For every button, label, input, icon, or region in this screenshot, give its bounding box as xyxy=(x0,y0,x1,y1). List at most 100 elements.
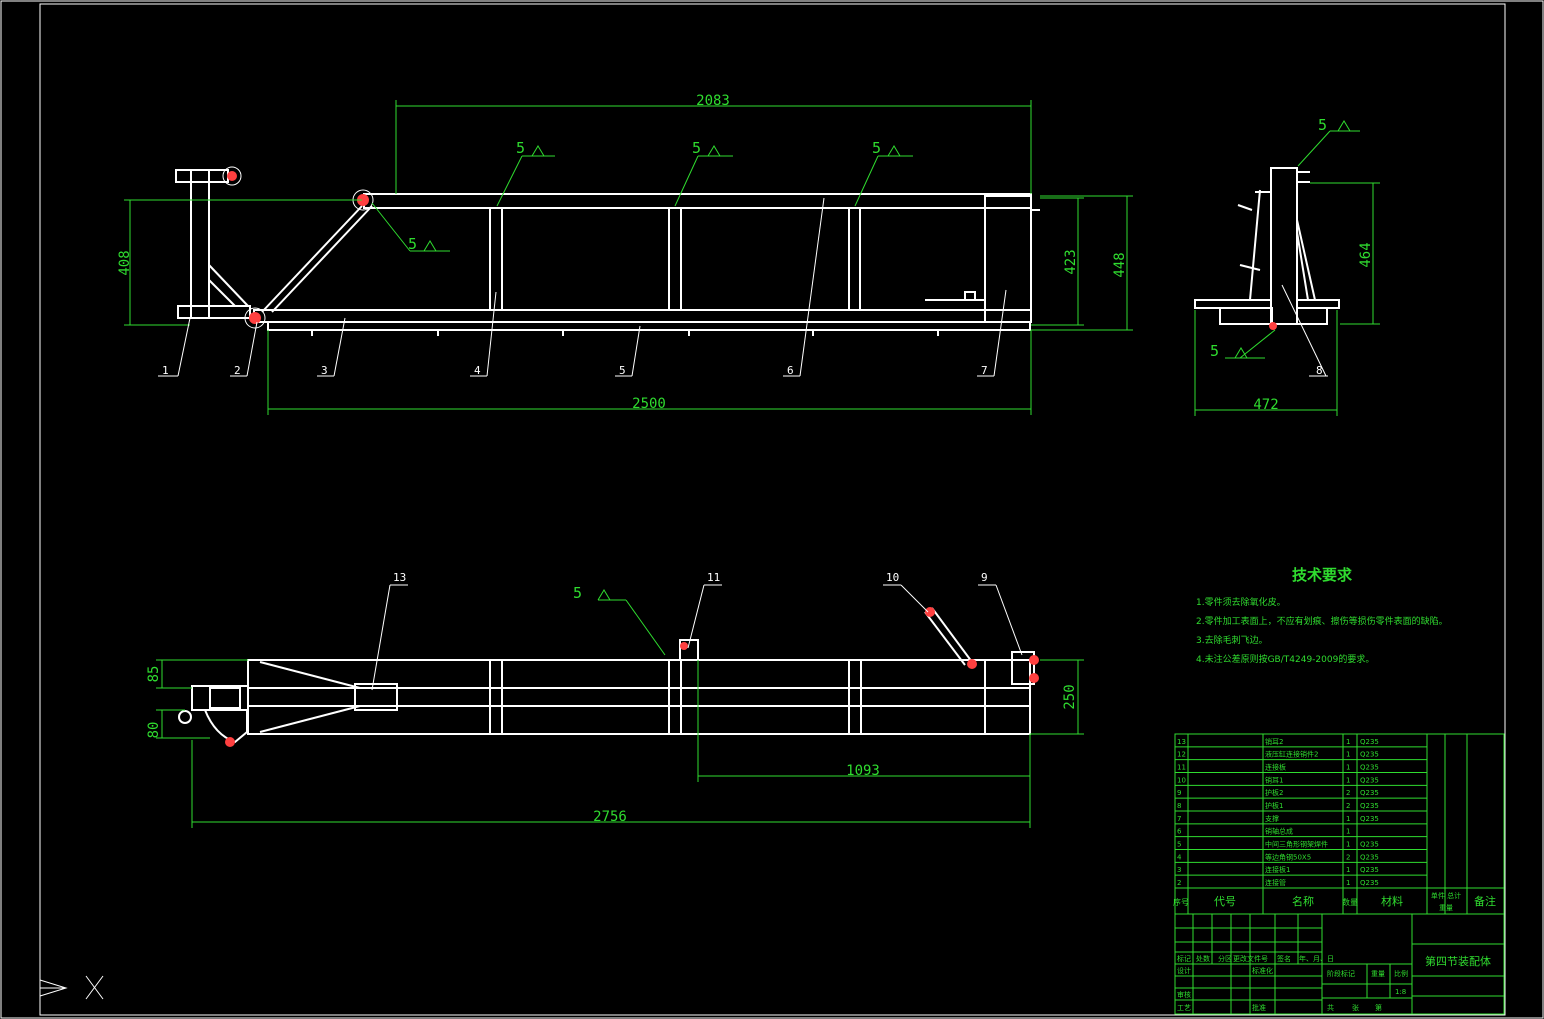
tb-sheet-no: 第 xyxy=(1375,1003,1382,1012)
bom-row-no: 6 xyxy=(1177,828,1182,836)
bom-row-name: 液压缸连接销件2 xyxy=(1265,750,1318,759)
bom-row-no: 7 xyxy=(1177,815,1181,823)
tech-requirements: 技术要求 1.零件须去除氧化皮。 2.零件加工表面上，不应有划痕、擦伤等损伤零件… xyxy=(1196,566,1448,665)
front-part-callouts: 1 2 3 4 5 6 7 xyxy=(158,197,1007,377)
bom-row-no: 8 xyxy=(1177,802,1181,810)
part-label-8: 8 xyxy=(1316,364,1323,377)
bom-row-qty: 1 xyxy=(1346,776,1350,784)
bom-row-qty: 1 xyxy=(1346,841,1350,849)
part-label-13: 13 xyxy=(393,571,406,584)
tb-zone: 分区 xyxy=(1218,954,1232,963)
pin-icon xyxy=(249,312,261,324)
tb-date: 年、月、日 xyxy=(1299,954,1334,963)
bom-header-code: 代号 xyxy=(1214,895,1236,908)
weld-symbol: 5 xyxy=(692,139,701,157)
bom-row-qty: 1 xyxy=(1346,764,1350,772)
front-view xyxy=(175,166,1040,336)
bom-row-material: Q235 xyxy=(1360,853,1379,861)
part-label-11: 11 xyxy=(707,571,720,584)
bom-header-name: 名称 xyxy=(1292,894,1314,908)
ucs-icon xyxy=(39,975,104,1000)
side-dimensions: 464 472 5 5 8 xyxy=(1194,116,1380,416)
dim-1093: 1093 xyxy=(846,763,880,779)
tb-sheets-total: 共 xyxy=(1327,1003,1334,1012)
part-label-7: 7 xyxy=(981,364,988,377)
dim-2756: 2756 xyxy=(593,809,627,825)
bom-row-material: Q235 xyxy=(1360,738,1379,746)
bom-row-name: 连接管 xyxy=(1265,878,1286,887)
weld-symbol: 5 xyxy=(1318,116,1327,134)
bom-row-material: Q235 xyxy=(1360,879,1379,887)
part-label-1: 1 xyxy=(162,364,169,377)
bom-row-name: 连接板 xyxy=(1265,763,1286,772)
tb-marks: 标记 xyxy=(1177,954,1191,963)
dim-464: 464 xyxy=(1358,242,1374,267)
bom-header-qty: 数量 xyxy=(1342,897,1358,907)
pin-icon xyxy=(680,642,688,650)
inner-frame xyxy=(39,3,1506,1016)
bom-row-material: Q235 xyxy=(1360,776,1379,784)
bom-row-no: 2 xyxy=(1177,879,1181,887)
pin-icon xyxy=(967,659,977,669)
bom-row-qty: 1 xyxy=(1346,738,1350,746)
bom-header-material: 材料 xyxy=(1381,894,1403,908)
bom-header: 序号 代号 名称 数量 材料 单件 总计 重量 备注 xyxy=(1173,891,1496,912)
bom-row-material: Q235 xyxy=(1360,815,1379,823)
bom-row-name: 护板2 xyxy=(1265,788,1283,797)
bom-row-qty: 1 xyxy=(1346,866,1350,874)
tech-requirement-4: 4.未注公差原则按GB/T4249-2009的要求。 xyxy=(1196,653,1374,665)
tb-scale: 比例 xyxy=(1394,969,1408,978)
bom-row-no: 12 xyxy=(1177,751,1186,759)
dim-448: 448 xyxy=(1112,252,1128,277)
bom-row-name: 销耳2 xyxy=(1265,737,1283,746)
dim-250: 250 xyxy=(1062,684,1078,709)
pin-icon xyxy=(227,171,237,181)
dim-2083: 2083 xyxy=(696,93,730,109)
part-label-10: 10 xyxy=(886,571,899,584)
bom-row-name: 销轴总成 xyxy=(1265,827,1293,836)
tb-count: 处数 xyxy=(1196,954,1210,963)
pin-icon xyxy=(225,737,235,747)
bom-row-no: 9 xyxy=(1177,789,1181,797)
bom-row-material: Q235 xyxy=(1360,751,1379,759)
tb-sheet: 张 xyxy=(1352,1003,1359,1012)
bom-row-no: 3 xyxy=(1177,866,1181,874)
tb-stage-mark: 阶段标记 xyxy=(1327,969,1355,978)
bom-row-qty: 1 xyxy=(1346,828,1350,836)
front-bottom-chord xyxy=(253,309,1032,323)
bom-row-name: 中间三角形钢架焊件 xyxy=(1265,840,1328,849)
pin-icon xyxy=(1029,673,1039,683)
tb-weight: 重量 xyxy=(1371,970,1385,978)
bom-row-material: Q235 xyxy=(1360,789,1379,797)
bom-row-no: 13 xyxy=(1177,738,1186,746)
dim-2500: 2500 xyxy=(632,396,666,412)
bottom-frame xyxy=(247,659,1031,735)
pin-icon xyxy=(357,194,369,206)
bom-row-material: Q235 xyxy=(1360,841,1379,849)
front-left-post xyxy=(190,169,210,319)
bom-row-name: 销耳1 xyxy=(1265,775,1283,784)
part-label-3: 3 xyxy=(321,364,328,377)
tb-design: 设计 xyxy=(1177,966,1191,975)
dim-472: 472 xyxy=(1253,397,1278,413)
title-block: 第四节装配体 标记 处数 分区 更改文件号 签名 年、月、日 设计 标准化 阶段… xyxy=(1174,913,1505,1015)
part-label-6: 6 xyxy=(787,364,794,377)
bom-row-qty: 1 xyxy=(1346,815,1350,823)
bom-row-no: 4 xyxy=(1177,853,1182,861)
side-view xyxy=(1194,167,1340,330)
bom-row-qty: 2 xyxy=(1346,789,1350,797)
weld-symbol: 5 xyxy=(408,235,417,253)
front-dimensions: 2083 408 423 448 2500 xyxy=(117,93,1133,415)
weld-symbol: 5 xyxy=(516,139,525,157)
tb-standardization: 标准化 xyxy=(1252,966,1273,975)
side-post xyxy=(1270,167,1298,325)
bottom-view xyxy=(178,607,1039,747)
bottom-dimensions: 85 80 250 1093 2756 5 13 11 10 9 xyxy=(146,571,1084,828)
dim-80: 80 xyxy=(146,722,162,739)
weld-symbol: 5 xyxy=(872,139,881,157)
front-right-end xyxy=(984,195,1032,323)
bom-header-unit-total: 单件 总计 xyxy=(1431,891,1461,900)
